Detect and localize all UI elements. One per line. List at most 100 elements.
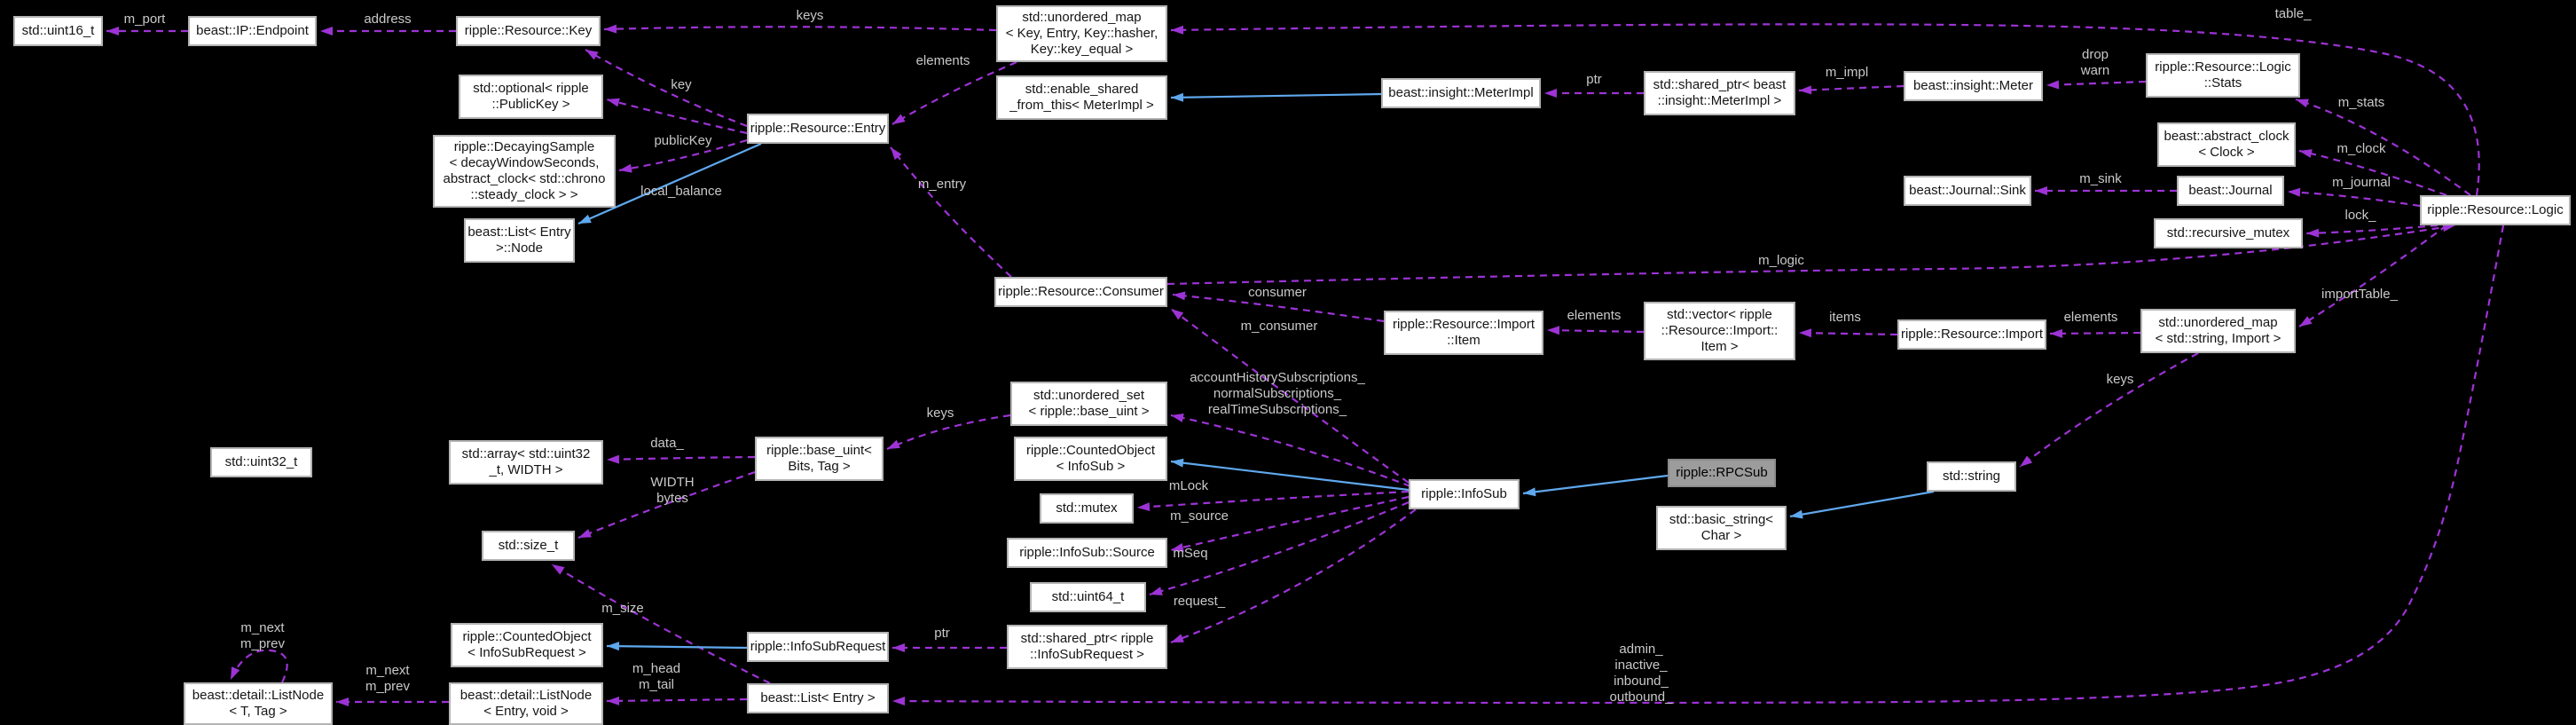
class-node-counted-object-infosub[interactable]: ripple::CountedObject< InfoSub > xyxy=(1014,437,1167,481)
class-node-infosub-source[interactable]: ripple::InfoSub::Source xyxy=(1007,538,1167,568)
class-node-basic-string[interactable]: std::basic_string<Char > xyxy=(1656,506,1787,550)
class-node-listnode-t-tag[interactable]: beast::detail::ListNode< T, Tag > xyxy=(184,682,333,725)
class-node-abstract-clock[interactable]: beast::abstract_clock< Clock > xyxy=(2157,122,2296,167)
class-node-listnode-t-tag-label: < T, Tag > xyxy=(229,704,287,719)
edge-consumer-label: consumer xyxy=(1248,285,1307,300)
class-node-decaying-sample-label: ripple::DecayingSample xyxy=(453,139,595,154)
class-node-std-uint16-t[interactable]: std::uint16_t xyxy=(13,16,103,46)
edge-width-bytes xyxy=(577,470,756,540)
edge-m-head-m-tail xyxy=(606,696,748,705)
class-node-unordered-set-base-uint[interactable]: std::unordered_set< ripple::base_uint > xyxy=(1010,382,1167,426)
class-node-list-entry-node-label: >::Node xyxy=(496,240,543,256)
class-node-array-uint32[interactable]: std::array< std::uint32_t, WIDTH > xyxy=(449,440,603,485)
class-node-list-entry-node-label: beast::List< Entry xyxy=(467,225,571,240)
edge-consumer xyxy=(1172,291,1385,323)
edge-m-next-m-prev-self-label: m_next xyxy=(240,620,285,635)
class-node-journal[interactable]: beast::Journal xyxy=(2177,176,2284,206)
edge-keys-base-uint xyxy=(886,414,1011,451)
class-node-resource-logic[interactable]: ripple::Resource::Logic xyxy=(2420,195,2571,225)
class-node-resource-entry[interactable]: ripple::Resource::Entry xyxy=(747,114,889,144)
class-node-journal-sink[interactable]: beast::Journal::Sink xyxy=(1904,176,2031,206)
class-node-enable-shared-from-this[interactable]: std::enable_shared_from_this< MeterImpl … xyxy=(996,75,1167,120)
edge-m-source-label: m_source xyxy=(1170,508,1229,524)
class-node-abstract-clock-label: < Clock > xyxy=(2198,145,2255,160)
edge-inherit-entry-node xyxy=(577,142,762,225)
edge-admin-inactive-inbound-outbound xyxy=(891,225,2505,706)
edge-elements-vector-item-label: elements xyxy=(1567,308,1622,323)
edge-m-head-m-tail-label: m_head xyxy=(632,661,680,676)
edge-subscriptions xyxy=(1170,414,1411,488)
class-node-std-mutex-label: std::mutex xyxy=(1056,500,1118,516)
class-node-std-uint16-t-label: std::uint16_t xyxy=(21,23,95,38)
edge-subscriptions-label: accountHistorySubscriptions_ xyxy=(1190,370,1365,385)
class-node-logic-stats[interactable]: ripple::Resource::Logic::Stats xyxy=(2146,53,2300,98)
edge-key xyxy=(585,49,748,128)
class-node-listnode-t-tag-label: beast::detail::ListNode xyxy=(192,688,325,703)
class-node-infosub-request-label: ripple::InfoSubRequest xyxy=(750,639,886,654)
class-node-listnode-entry-void[interactable]: beast::detail::ListNode< Entry, void > xyxy=(449,682,603,725)
class-node-std-uint32-t[interactable]: std::uint32_t xyxy=(210,447,312,477)
edge-m-source xyxy=(1170,495,1410,552)
edge-m-head-m-tail-label: m_tail xyxy=(639,677,674,692)
edge-request xyxy=(1170,508,1417,644)
class-node-infosub[interactable]: ripple::InfoSub xyxy=(1409,479,1520,509)
class-node-resource-key-label: ripple::Resource::Key xyxy=(464,23,593,38)
class-node-counted-object-infosub-request-label: ripple::CountedObject xyxy=(462,629,592,644)
class-node-unordered-map-string-import[interactable]: std::unordered_map< std::string, Import … xyxy=(2140,309,2296,353)
class-node-base-uint[interactable]: ripple::base_uint<Bits, Tag > xyxy=(755,437,884,481)
edge-import-table-label: importTable_ xyxy=(2321,287,2399,302)
class-node-resource-key[interactable]: ripple::Resource::Key xyxy=(456,16,601,46)
class-node-resource-logic-label: ripple::Resource::Logic xyxy=(2427,202,2564,217)
class-node-resource-consumer[interactable]: ripple::Resource::Consumer xyxy=(994,277,1167,307)
class-node-std-string[interactable]: std::string xyxy=(1927,461,2016,492)
edge-m-entry-label: m_entry xyxy=(918,177,967,192)
class-node-journal-label: beast::Journal xyxy=(2188,183,2273,198)
edge-elements-map-import-label: elements xyxy=(2064,310,2118,325)
class-node-list-entry-node[interactable]: beast::List< Entry>::Node xyxy=(464,218,575,263)
class-node-std-uint64-t[interactable]: std::uint64_t xyxy=(1030,582,1146,612)
class-node-list-entry[interactable]: beast::List< Entry > xyxy=(747,683,889,713)
edge-key-label: key xyxy=(671,77,692,92)
edge-data-label: data_ xyxy=(650,436,684,451)
class-node-import-item[interactable]: ripple::Resource::Import::Item xyxy=(1384,311,1543,355)
edge-inherit-infosub-countedobject xyxy=(1170,458,1410,492)
class-node-optional-publickey[interactable]: std::optional< ripple::PublicKey > xyxy=(459,75,603,119)
class-node-recursive-mutex-label: std::recursive_mutex xyxy=(2166,225,2290,240)
class-node-rpcsub: ripple::RPCSub xyxy=(1668,459,1776,487)
edge-data xyxy=(606,454,756,464)
edge-m-clock xyxy=(2298,149,2447,197)
class-node-counted-object-infosub-label: < InfoSub > xyxy=(1056,459,1126,474)
class-node-shared-ptr-infosub-request[interactable]: std::shared_ptr< ripple::InfoSubRequest … xyxy=(1007,625,1167,669)
class-node-unordered-map-string-import-label: < std::string, Import > xyxy=(2155,331,2281,346)
edge-width-bytes-label: bytes xyxy=(656,491,688,506)
class-node-unordered-map-key-entry-label: < Key, Entry, Key::hasher, xyxy=(1005,26,1158,41)
class-node-beast-ip-endpoint[interactable]: beast::IP::Endpoint xyxy=(188,16,317,46)
class-node-infosub-request[interactable]: ripple::InfoSubRequest xyxy=(747,632,889,662)
class-node-std-size-t[interactable]: std::size_t xyxy=(482,531,575,561)
edge-m-journal xyxy=(2287,187,2421,208)
edge-inherit-meterimpl xyxy=(1170,92,1382,102)
class-node-decaying-sample[interactable]: ripple::DecayingSample< decayWindowSecon… xyxy=(433,135,616,208)
edge-drop-warn xyxy=(2046,80,2147,90)
class-node-resource-import[interactable]: ripple::Resource::Import xyxy=(1897,319,2046,350)
class-node-counted-object-infosub-request[interactable]: ripple::CountedObject< InfoSubRequest > xyxy=(451,623,603,667)
class-node-shared-ptr-meter-impl[interactable]: std::shared_ptr< beast::insight::MeterIm… xyxy=(1644,71,1795,115)
class-node-insight-meter[interactable]: beast::insight::Meter xyxy=(1904,71,2043,101)
class-node-recursive-mutex[interactable]: std::recursive_mutex xyxy=(2154,218,2303,248)
edge-m-stats-label: m_stats xyxy=(2338,95,2385,110)
class-node-unordered-map-string-import-label: std::unordered_map xyxy=(2158,315,2278,330)
edge-width-bytes-label: WIDTH xyxy=(650,475,694,490)
edge-m-clock-label: m_clock xyxy=(2336,141,2386,156)
class-node-unordered-set-base-uint-label: < ripple::base_uint > xyxy=(1028,404,1150,419)
edge-request-label: request_ xyxy=(1174,594,1226,609)
class-node-std-mutex[interactable]: std::mutex xyxy=(1040,493,1134,524)
class-node-vector-import-item-label: Item > xyxy=(1700,339,1739,354)
class-node-unordered-map-key-entry[interactable]: std::unordered_map< Key, Entry, Key::has… xyxy=(996,5,1167,62)
class-node-meter-impl[interactable]: beast::insight::MeterImpl xyxy=(1381,78,1541,108)
class-node-import-item-label: ::Item xyxy=(1447,333,1480,348)
class-node-list-entry-label: beast::List< Entry > xyxy=(760,690,876,705)
class-node-listnode-entry-void-label: beast::detail::ListNode xyxy=(459,688,593,703)
class-node-vector-import-item[interactable]: std::vector< ripple::Resource::Import::I… xyxy=(1644,302,1795,360)
class-node-resource-import-label: ripple::Resource::Import xyxy=(1900,327,2044,342)
